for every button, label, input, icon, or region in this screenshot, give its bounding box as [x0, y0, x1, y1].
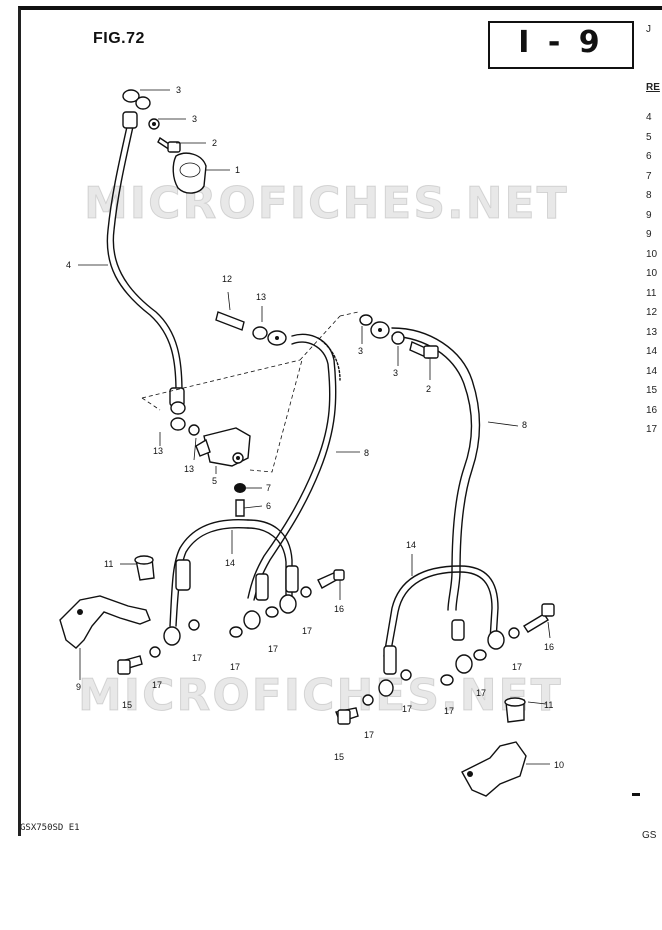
right-column-row: 4 [646, 112, 652, 123]
model-code: GSX750SD E1 [20, 823, 80, 833]
callout-7: 7 [266, 483, 271, 493]
bolt-2-top [157, 136, 181, 153]
right-column-row: 15 [646, 385, 658, 396]
right-footer-code: GS [642, 830, 657, 841]
right-column-row: 5 [646, 131, 652, 143]
callout-16: 16 [334, 604, 344, 614]
callout-17: 17 [192, 653, 202, 663]
callout-6: 6 [266, 501, 271, 511]
grommet-11-left [134, 555, 155, 581]
right-column-row: 10 [646, 248, 658, 260]
callout-11: 11 [104, 559, 113, 569]
right-column-row: 14 [646, 365, 658, 377]
three-way-joint-5 [195, 427, 251, 467]
callout-13: 13 [184, 464, 194, 474]
watermark-top: MICROFICHES.NET [84, 178, 569, 230]
callout-17: 17 [402, 704, 412, 714]
callout-labels: 3 3 2 1 4 12 13 3 3 2 8 8 13 13 5 7 6 14… [66, 85, 564, 770]
callout-4: 4 [66, 260, 71, 270]
right-column-row: 13 [646, 326, 658, 338]
figure-label: FIG.72 [93, 30, 145, 47]
leader-lines [78, 89, 551, 765]
sheet-border [18, 6, 662, 836]
bolts-16 [317, 569, 555, 633]
callout-13: 13 [153, 446, 163, 456]
callout-3: 3 [176, 85, 181, 95]
washers-13-left [170, 401, 200, 436]
right-column-row: 11 [646, 287, 657, 299]
bolts-15 [116, 655, 359, 725]
callout-15: 15 [334, 752, 344, 762]
callout-2: 2 [426, 384, 431, 394]
callout-9: 9 [76, 682, 81, 692]
hose-clamp-10 [461, 741, 527, 797]
callout-1: 1 [235, 165, 240, 175]
callout-14: 14 [406, 540, 416, 550]
grommet-11-right [504, 697, 526, 723]
callout-10: 10 [554, 760, 564, 770]
right-column-row: 9 [646, 209, 652, 221]
bolt-12-and-washer-13 [215, 311, 268, 340]
page-code-box: I - 9 [488, 21, 634, 69]
callout-13: 13 [256, 292, 266, 302]
right-column-row: 7 [646, 170, 652, 182]
callout-17: 17 [230, 662, 240, 672]
callout-8: 8 [364, 448, 369, 458]
right-column-row: 17 [646, 424, 658, 435]
callout-17: 17 [444, 706, 454, 716]
right-column-row: 14 [646, 346, 658, 357]
margin-dash [632, 793, 640, 796]
brake-hose-8-right [359, 314, 481, 611]
callout-16: 16 [544, 642, 554, 652]
master-cylinder-1 [172, 152, 207, 194]
union-bolt-fitting-top [122, 89, 160, 130]
page-code: I - 9 [518, 25, 604, 60]
brake-hose-8-left [247, 330, 341, 601]
right-header-abbrev: RE [646, 82, 660, 93]
washers-17 [149, 586, 520, 706]
callout-12: 12 [222, 274, 232, 284]
brake-hose-14-right [378, 565, 505, 697]
right-column-row: 8 [646, 190, 652, 201]
callout-14: 14 [225, 558, 235, 568]
callout-8: 8 [522, 420, 527, 430]
callout-17: 17 [364, 730, 374, 740]
callout-17: 17 [302, 626, 312, 636]
nut-7-and-bolt-6 [234, 483, 246, 517]
callout-3: 3 [358, 346, 363, 356]
hose-clamp-9 [59, 595, 151, 649]
callout-17: 17 [512, 662, 522, 672]
right-column-row: 9 [646, 229, 652, 240]
callout-15: 15 [122, 700, 132, 710]
right-column-row: 12 [646, 307, 658, 318]
right-top-letter: J [646, 24, 651, 35]
callout-17: 17 [268, 644, 278, 654]
watermark-bottom: MICROFICHES.NET [78, 670, 563, 722]
brake-hose-14-left [163, 518, 299, 646]
callout-2: 2 [212, 138, 217, 148]
brake-hose-4 [106, 111, 185, 407]
callout-11: 11 [544, 700, 553, 710]
callout-3: 3 [393, 368, 398, 378]
callout-17: 17 [476, 688, 486, 698]
right-column-row: 16 [646, 404, 658, 416]
callout-3: 3 [192, 114, 197, 124]
right-column-row: 10 [646, 268, 658, 279]
right-column-row: 6 [646, 151, 652, 162]
callout-17: 17 [152, 680, 162, 690]
callout-5: 5 [212, 476, 217, 486]
